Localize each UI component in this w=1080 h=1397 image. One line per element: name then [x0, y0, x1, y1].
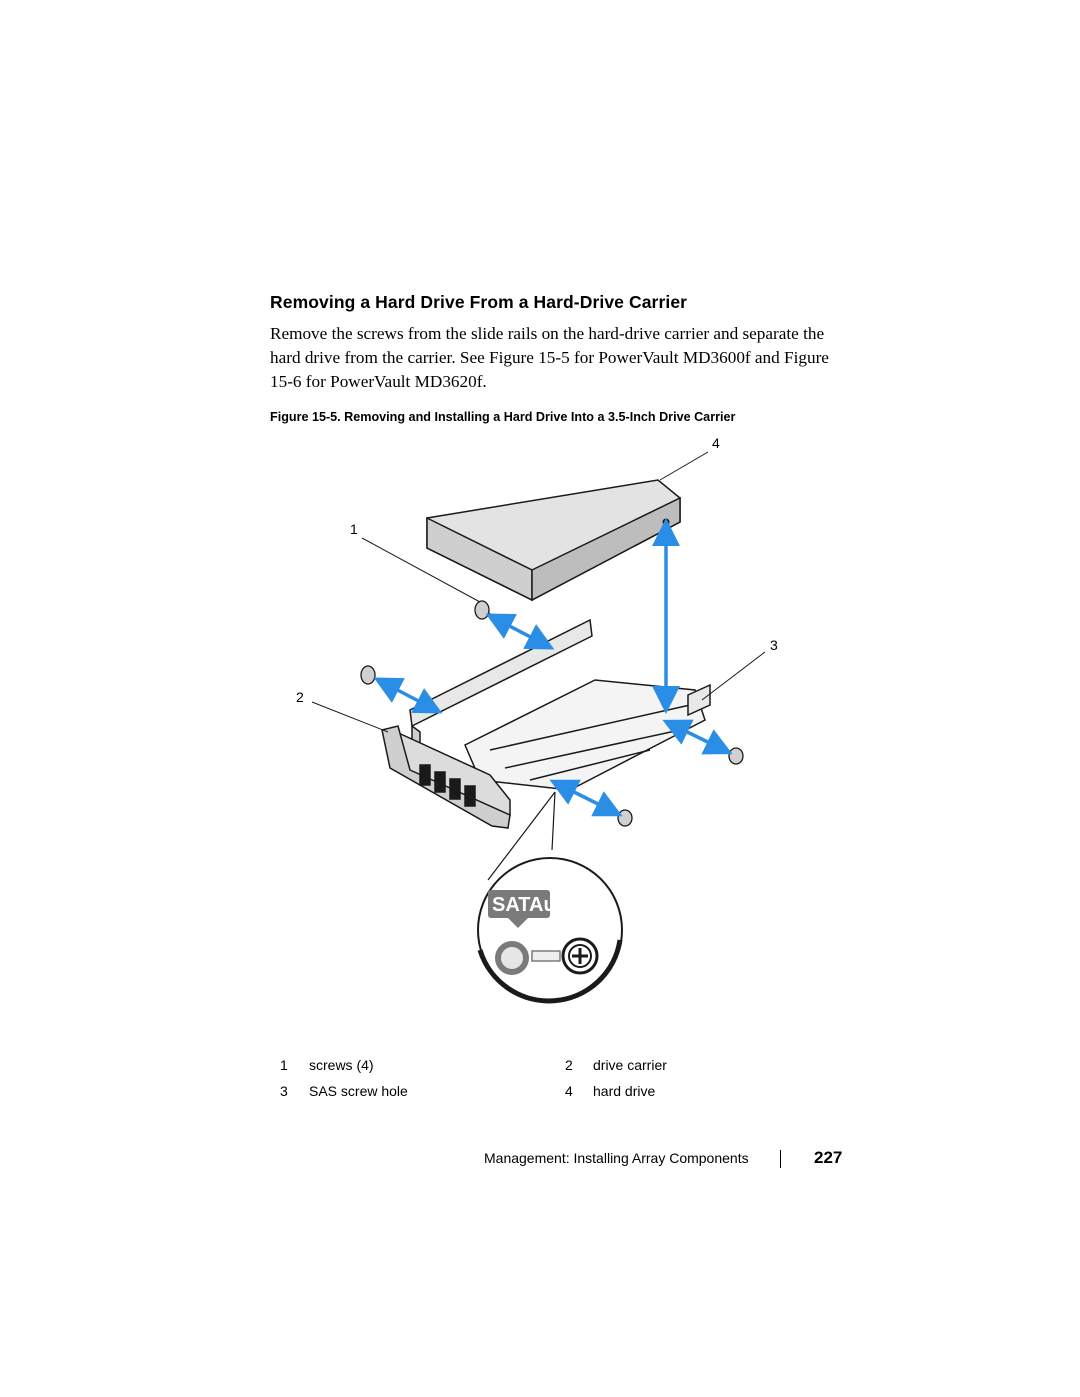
section-heading: Removing a Hard Drive From a Hard-Drive … [270, 292, 688, 312]
footer-chapter-title: Management: Installing Array Components [484, 1150, 749, 1166]
screw-icon [360, 600, 744, 827]
legend-num-2: 2 [565, 1057, 573, 1073]
hard-drive [426, 479, 681, 602]
callout-1: 1 [350, 521, 358, 537]
legend-num-4: 4 [565, 1083, 573, 1099]
body-paragraph: Remove the screws from the slide rails o… [270, 324, 829, 391]
drive-carrier [381, 618, 711, 829]
direction-arrows [373, 518, 733, 817]
callout-2: 2 [296, 689, 304, 705]
satau-label: SATAu [492, 894, 556, 916]
page-number: 227 [814, 1148, 843, 1167]
callout-4: 4 [712, 435, 720, 451]
drive-carrier-illustration: 1 2 3 4 SATAu [296, 435, 778, 1004]
sas-screw-hole-detail: SATAu [477, 857, 623, 1004]
figure-caption: Figure 15-5. Removing and Installing a H… [270, 410, 736, 424]
legend-num-1: 1 [280, 1057, 288, 1073]
legend-label-screws: screws (4) [309, 1057, 374, 1073]
legend-num-3: 3 [280, 1083, 288, 1099]
legend-label-hard-drive: hard drive [593, 1083, 656, 1099]
footer-divider [780, 1150, 781, 1168]
legend-label-drive-carrier: drive carrier [593, 1057, 667, 1073]
callout-3: 3 [770, 637, 778, 653]
legend-label-sas-screw-hole: SAS screw hole [309, 1083, 408, 1099]
callout-lines [311, 451, 766, 733]
